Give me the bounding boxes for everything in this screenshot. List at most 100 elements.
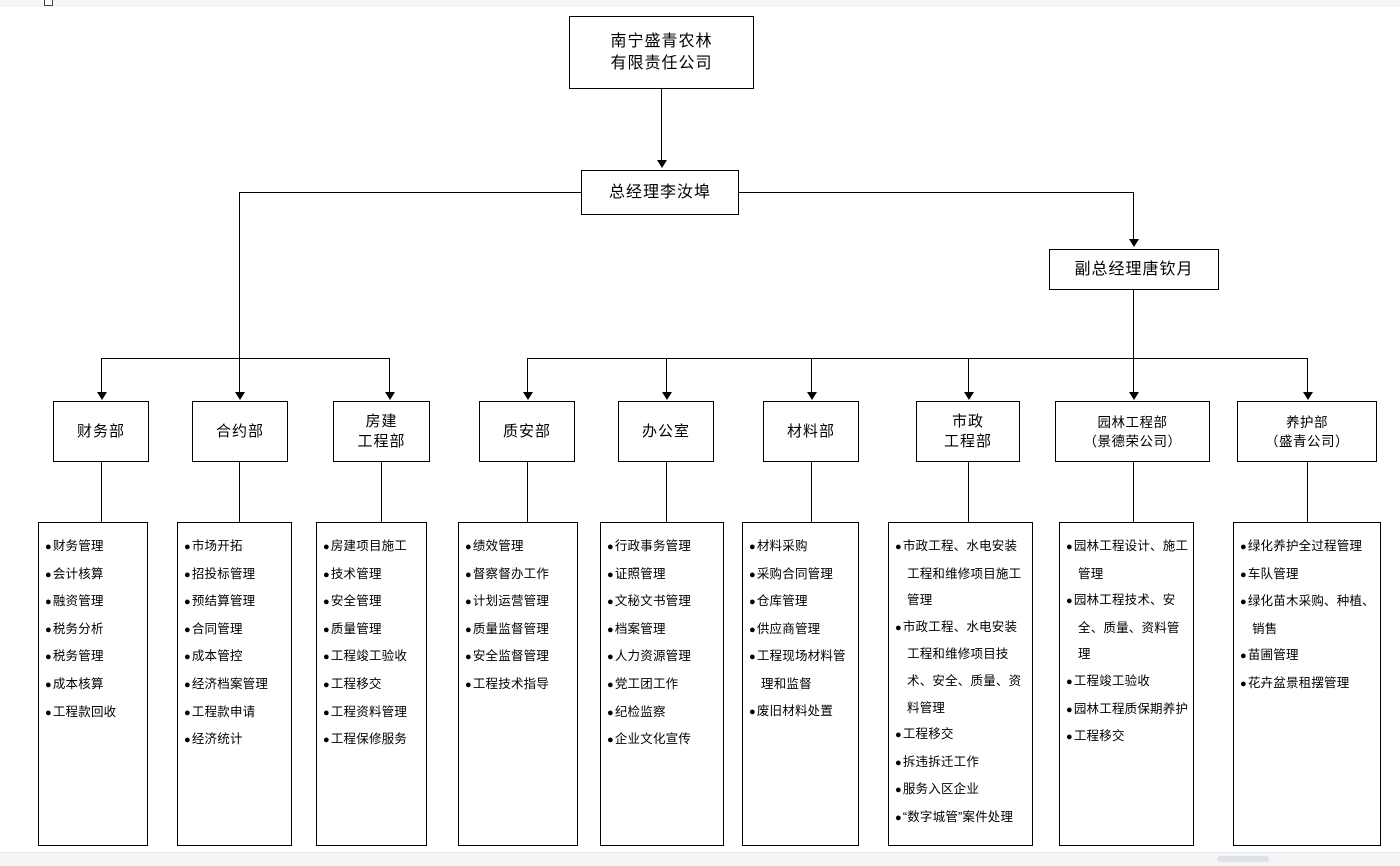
duty-item: 绿化苗木采购、种植、销售 [1240, 588, 1376, 642]
connector-dept-duty-9 [1307, 462, 1308, 523]
connector-dept-duty-7 [968, 462, 969, 523]
duty-box-6[interactable]: 材料采购采购合同管理仓库管理供应商管理工程现场材料管理和监督废旧材料处置 [742, 522, 859, 846]
duty-item: 园林工程技术、安全、质量、资料管理 [1066, 587, 1189, 668]
dept-box-4-label: 质安部 [502, 422, 551, 440]
arrow-dept-2 [235, 392, 245, 400]
arrow-dept-3 [385, 392, 395, 400]
dept-box-6-label: 材料部 [786, 422, 835, 440]
duty-item: 成本管控 [184, 643, 287, 671]
dept-box-7[interactable]: 市政 工程部 [916, 401, 1020, 462]
duty-item: 工程竣工验收 [1066, 668, 1189, 696]
duty-box-9[interactable]: 绿化养护全过程管理车队管理绿化苗木采购、种植、销售苗圃管理花卉盆景租摆管理 [1233, 522, 1381, 846]
connector-dept-duty-2 [239, 462, 240, 523]
duty-item: 档案管理 [607, 616, 719, 644]
duty-item: 质量管理 [323, 616, 422, 644]
duty-item: 工程竣工验收 [323, 643, 422, 671]
duty-item: 供应商管理 [749, 616, 854, 644]
duty-box-3[interactable]: 房建项目施工技术管理安全管理质量管理工程竣工验收工程移交工程资料管理工程保修服务 [316, 522, 427, 846]
connector-vgm-down [1133, 290, 1134, 359]
duty-item: 合同管理 [184, 616, 287, 644]
drop-dept-9 [1307, 358, 1308, 394]
duty-item: 市政工程、水电安装工程和维修项目技术、安全、质量、资料管理 [895, 614, 1028, 721]
duty-item: 工程移交 [323, 671, 422, 699]
dept-box-8[interactable]: 园林工程部 （景德荣公司） [1055, 401, 1210, 462]
duty-item: 房建项目施工 [323, 533, 422, 561]
duty-list-8: 园林工程设计、施工管理园林工程技术、安全、质量、资料管理工程竣工验收园林工程质保… [1066, 533, 1189, 751]
dept-box-9[interactable]: 养护部 （盛青公司） [1237, 401, 1377, 462]
duty-box-4[interactable]: 绩效管理督察督办工作计划运营管理质量监督管理安全监督管理工程技术指导 [458, 522, 578, 846]
connector-dept-duty-8 [1133, 462, 1134, 523]
window-chrome-bottom [0, 852, 1400, 866]
connector-gm-vgm-down [1133, 192, 1134, 240]
duty-item: 证照管理 [607, 561, 719, 589]
drop-dept-5 [666, 358, 667, 394]
duty-box-1[interactable]: 财务管理会计核算融资管理税务分析税务管理成本核算工程款回收 [38, 522, 148, 846]
connector-dept-duty-6 [811, 462, 812, 523]
dept-box-1[interactable]: 财务部 [53, 401, 149, 462]
duty-item: 工程移交 [1066, 723, 1189, 751]
duty-box-7[interactable]: 市政工程、水电安装工程和维修项目施工管理市政工程、水电安装工程和维修项目技术、安… [888, 522, 1033, 846]
duty-item: 预结算管理 [184, 588, 287, 616]
duty-item: 花卉盆景租摆管理 [1240, 670, 1376, 698]
drop-dept-3 [389, 358, 390, 394]
node-general-manager-label: 总经理李汝埠 [608, 183, 711, 201]
duty-item: 车队管理 [1240, 561, 1376, 589]
duty-list-6: 材料采购采购合同管理仓库管理供应商管理工程现场材料管理和监督废旧材料处置 [749, 533, 854, 725]
dept-box-5[interactable]: 办公室 [618, 401, 714, 462]
duty-list-9: 绿化养护全过程管理车队管理绿化苗木采购、种植、销售苗圃管理花卉盆景租摆管理 [1240, 533, 1376, 698]
duty-item: 融资管理 [45, 588, 143, 616]
duty-item: 苗圃管理 [1240, 642, 1376, 670]
duty-list-7: 市政工程、水电安装工程和维修项目施工管理市政工程、水电安装工程和维修项目技术、安… [895, 533, 1028, 832]
duty-item: 税务管理 [45, 643, 143, 671]
duty-item: 企业文化宣传 [607, 726, 719, 754]
duty-item: 经济统计 [184, 726, 287, 754]
arrow-dept-4 [523, 392, 533, 400]
window-tab-icon[interactable] [44, 0, 53, 6]
duty-box-8[interactable]: 园林工程设计、施工管理园林工程技术、安全、质量、资料管理工程竣工验收园林工程质保… [1059, 522, 1194, 846]
duty-box-5[interactable]: 行政事务管理证照管理文秘文书管理档案管理人力资源管理党工团工作纪检监察企业文化宣… [600, 522, 724, 846]
node-vice-general-manager[interactable]: 副总经理唐钦月 [1049, 249, 1219, 290]
duty-item: 服务入区企业 [895, 776, 1028, 804]
duty-item: 督察督办工作 [465, 561, 573, 589]
connector-company-gm [661, 89, 662, 161]
duty-item: 招投标管理 [184, 561, 287, 589]
drop-dept-8 [1133, 358, 1134, 394]
duty-item: 党工团工作 [607, 671, 719, 699]
dept-box-7-label: 市政 工程部 [943, 412, 992, 450]
duty-item: 工程款回收 [45, 699, 143, 727]
duty-item: 市政工程、水电安装工程和维修项目施工管理 [895, 533, 1028, 614]
dept-box-3[interactable]: 房建 工程部 [333, 401, 430, 462]
bus-left [101, 358, 389, 359]
duty-item: “数字城管”案件处理 [895, 804, 1028, 832]
connector-left-trunk [239, 192, 240, 359]
arrow-dept-5 [662, 392, 672, 400]
duty-item: 计划运营管理 [465, 588, 573, 616]
duty-item: 安全管理 [323, 588, 422, 616]
node-vice-general-manager-label: 副总经理唐钦月 [1074, 260, 1194, 278]
duty-item: 质量监督管理 [465, 616, 573, 644]
duty-item: 行政事务管理 [607, 533, 719, 561]
window-chrome-top [0, 0, 1400, 7]
bus-right [527, 358, 1308, 359]
connector-gm-left [239, 192, 582, 193]
horizontal-scrollbar[interactable] [1217, 856, 1269, 862]
dept-box-9-label: 养护部 （盛青公司） [1265, 414, 1349, 449]
dept-box-2[interactable]: 合约部 [192, 401, 288, 462]
node-company[interactable]: 南宁盛青农林 有限责任公司 [569, 16, 754, 89]
duty-item: 园林工程质保期养护 [1066, 696, 1189, 724]
arrow-dept-8 [1129, 392, 1139, 400]
node-general-manager[interactable]: 总经理李汝埠 [581, 170, 739, 215]
duty-item: 工程现场材料管理和监督 [749, 643, 854, 697]
dept-box-6[interactable]: 材料部 [763, 401, 859, 462]
duty-item: 市场开拓 [184, 533, 287, 561]
duty-list-2: 市场开拓招投标管理预结算管理合同管理成本管控经济档案管理工程款申请经济统计 [184, 533, 287, 754]
dept-box-4[interactable]: 质安部 [479, 401, 575, 462]
duty-item: 工程款申请 [184, 699, 287, 727]
duty-item: 经济档案管理 [184, 671, 287, 699]
arrow-company-gm [657, 160, 667, 168]
duty-item: 纪检监察 [607, 699, 719, 727]
duty-box-2[interactable]: 市场开拓招投标管理预结算管理合同管理成本管控经济档案管理工程款申请经济统计 [177, 522, 292, 846]
duty-item: 绿化养护全过程管理 [1240, 533, 1376, 561]
duty-item: 财务管理 [45, 533, 143, 561]
duty-list-4: 绩效管理督察督办工作计划运营管理质量监督管理安全监督管理工程技术指导 [465, 533, 573, 699]
